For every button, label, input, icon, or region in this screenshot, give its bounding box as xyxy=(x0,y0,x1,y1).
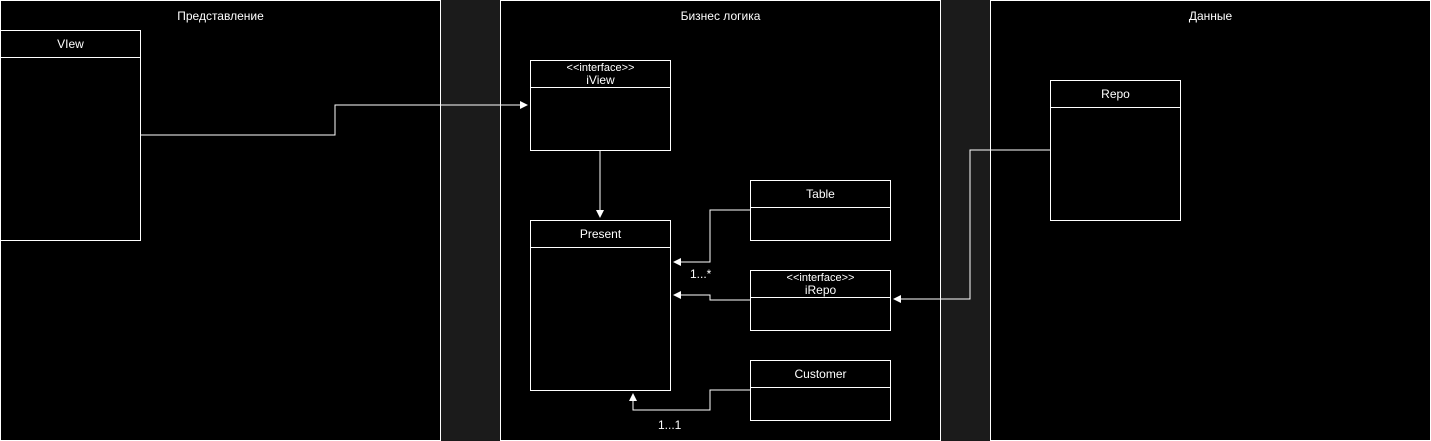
class-header: Customer xyxy=(751,361,890,388)
class-table[interactable]: Table xyxy=(750,180,891,241)
class-customer[interactable]: Customer xyxy=(750,360,891,421)
class-header: Repo xyxy=(1051,81,1180,108)
class-iview[interactable]: <<interface>> iView xyxy=(530,60,671,151)
class-header: Table xyxy=(751,181,890,208)
class-present[interactable]: Present xyxy=(530,220,671,391)
class-name: Present xyxy=(579,227,622,241)
class-name: Repo xyxy=(1101,87,1130,101)
multiplicity-table-present: 1...* xyxy=(690,267,712,281)
layer-title: Представление xyxy=(177,9,264,23)
class-stereotype: <<interface>> xyxy=(566,61,635,74)
class-header: <<interface>> iRepo xyxy=(751,271,890,298)
class-view[interactable]: VIew xyxy=(0,30,141,241)
class-irepo[interactable]: <<interface>> iRepo xyxy=(750,270,891,331)
class-repo[interactable]: Repo xyxy=(1050,80,1181,221)
class-name: iView xyxy=(586,72,615,87)
class-name: VIew xyxy=(57,37,84,51)
class-name: Customer xyxy=(794,367,847,381)
layer-title: Данные xyxy=(1188,9,1233,23)
class-name: iRepo xyxy=(804,282,837,297)
class-stereotype: <<interface>> xyxy=(786,271,855,284)
class-header: <<interface>> iView xyxy=(531,61,670,88)
class-name: Table xyxy=(806,187,835,201)
multiplicity-customer-present: 1...1 xyxy=(658,418,682,432)
layer-title: Бизнес логика xyxy=(680,9,761,23)
class-header: VIew xyxy=(1,31,140,58)
class-header: Present xyxy=(531,221,670,248)
